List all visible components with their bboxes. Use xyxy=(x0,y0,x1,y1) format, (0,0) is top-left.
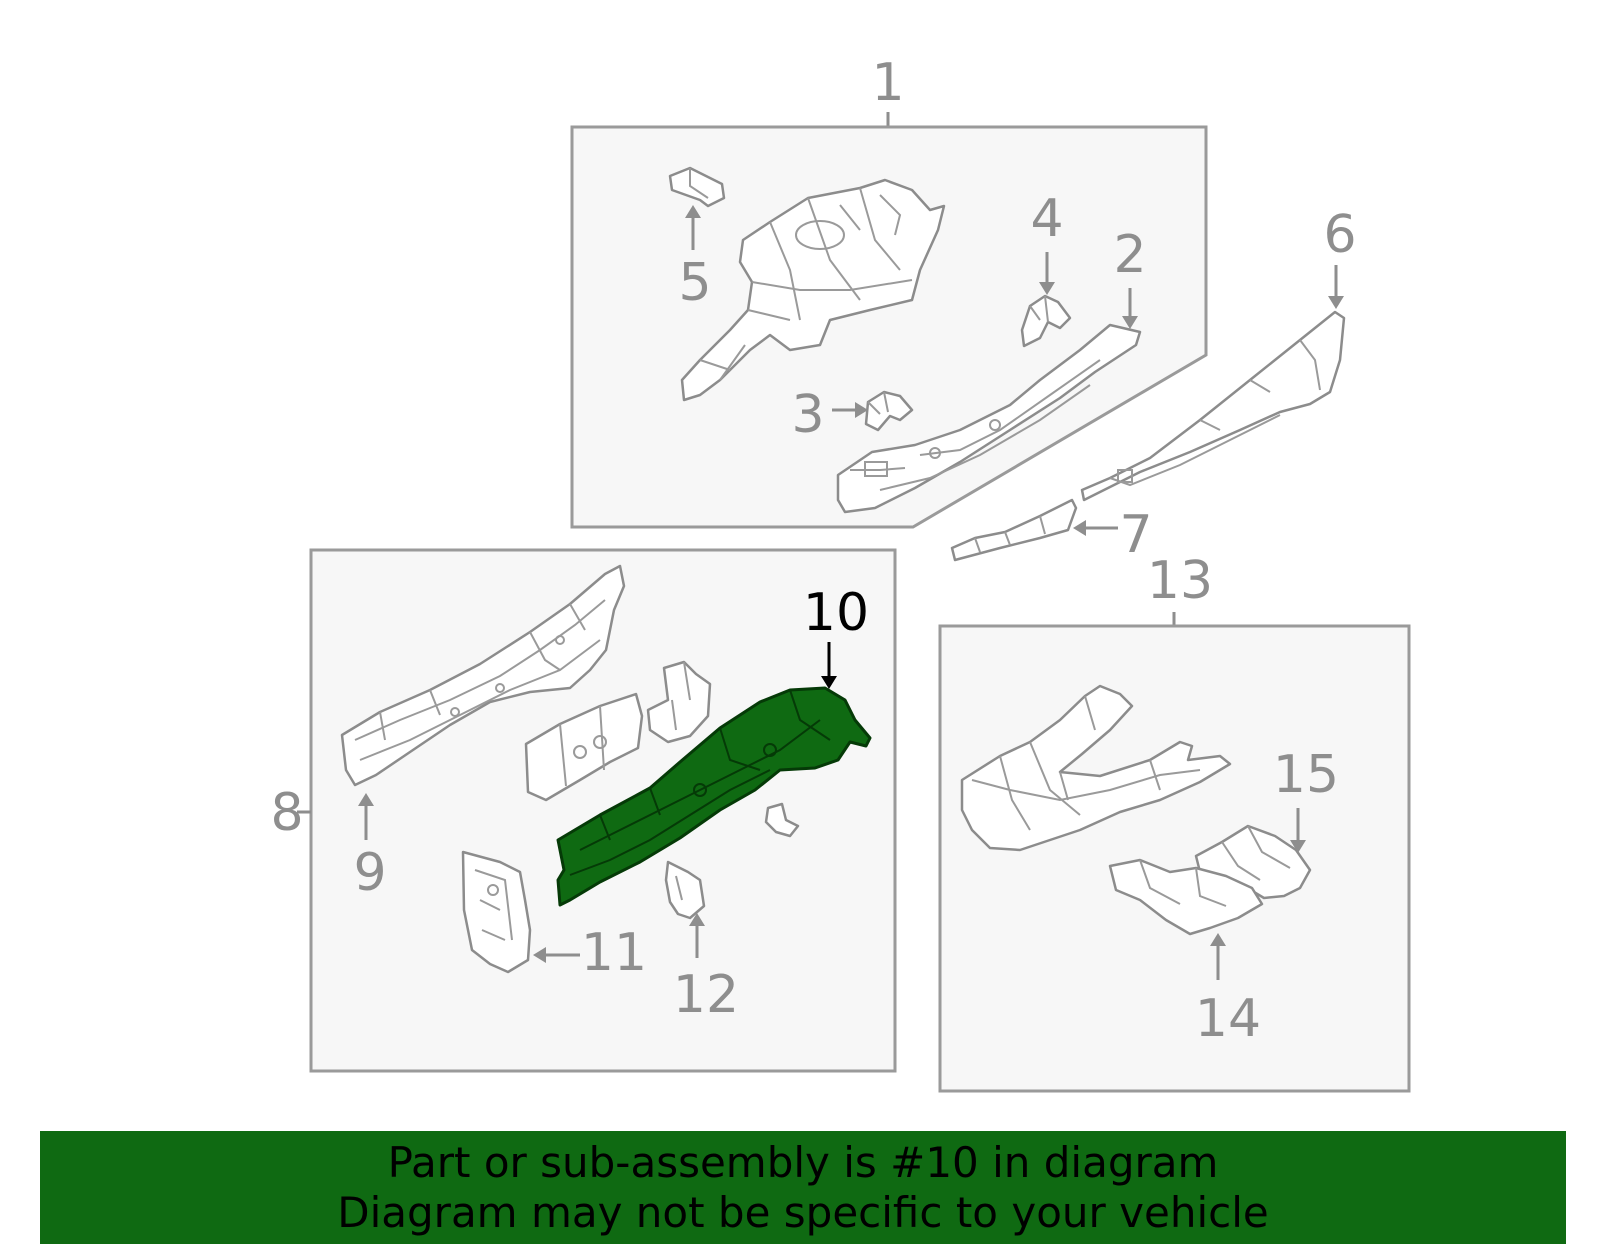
part-12-bracket[interactable] xyxy=(664,860,706,920)
part-4-bracket[interactable] xyxy=(1020,294,1072,348)
part-3-bracket[interactable] xyxy=(864,390,914,432)
callout-4: 4 xyxy=(1030,189,1063,249)
group-8-assembly: 8 9 10 11 12 xyxy=(270,548,897,1073)
callout-5: 5 xyxy=(678,253,711,313)
part-8-clip[interactable] xyxy=(764,802,800,838)
part-13-floor-assembly[interactable] xyxy=(960,684,1232,852)
callout-11: 11 xyxy=(581,923,647,983)
callout-6: 6 xyxy=(1323,205,1356,265)
part-9-frame-rail[interactable] xyxy=(340,564,626,787)
callout-10: 10 xyxy=(803,583,869,643)
loose-parts: 6 7 xyxy=(950,205,1357,565)
group-13-box xyxy=(938,624,1411,1093)
info-banner: Part or sub-assembly is #10 in diagram D… xyxy=(40,1131,1566,1244)
callout-13: 13 xyxy=(1147,551,1213,611)
part-6-rail-extension[interactable] xyxy=(1080,310,1346,502)
group-13-assembly: 13 14 15 xyxy=(938,551,1411,1093)
part-8-upright-bracket[interactable] xyxy=(646,660,712,744)
callout-1: 1 xyxy=(871,53,904,113)
part-7-reinforcement[interactable] xyxy=(950,498,1078,562)
part-14-crossmember[interactable] xyxy=(1108,858,1264,936)
callout-3: 3 xyxy=(791,385,824,445)
part-10-highlighted[interactable] xyxy=(556,686,872,907)
banner-line-1: Part or sub-assembly is #10 in diagram xyxy=(387,1137,1219,1187)
part-5-bracket[interactable] xyxy=(668,166,726,208)
group-1-assembly: 1 2 3 4 5 xyxy=(570,53,1208,529)
callout-15: 15 xyxy=(1273,745,1339,805)
part-11-bracket[interactable] xyxy=(461,850,532,974)
callout-2: 2 xyxy=(1113,225,1146,285)
callout-7: 7 xyxy=(1119,505,1152,565)
banner-line-2: Diagram may not be specific to your vehi… xyxy=(337,1187,1269,1237)
callout-9: 9 xyxy=(353,843,386,903)
callout-14: 14 xyxy=(1195,989,1261,1049)
callout-8: 8 xyxy=(270,783,303,843)
group-1-box xyxy=(570,125,1208,529)
part-2-side-rail[interactable] xyxy=(836,323,1142,514)
callout-12: 12 xyxy=(673,965,739,1025)
